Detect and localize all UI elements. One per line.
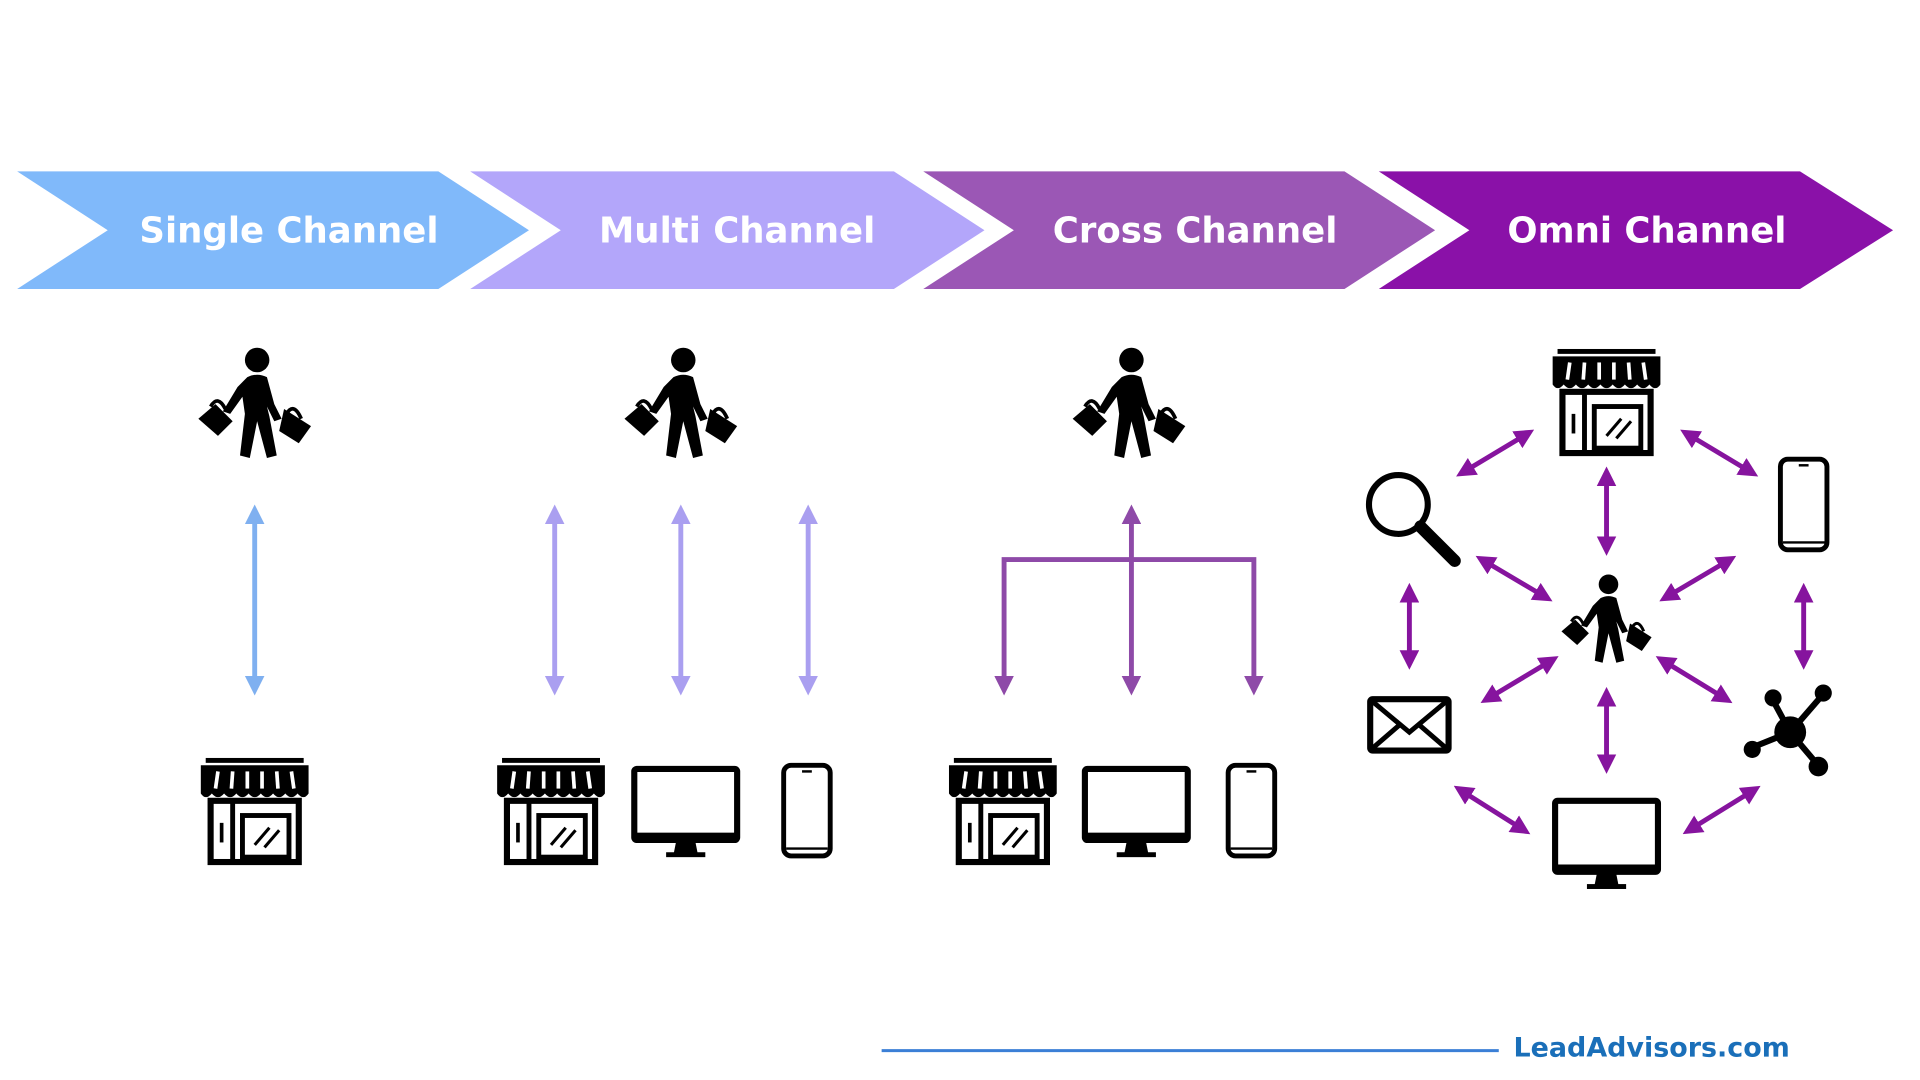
bidirectional-arrow <box>1659 555 1737 602</box>
stage-chevron-cross: Cross Channel <box>923 171 1436 289</box>
phone-icon <box>1780 459 1827 550</box>
bidirectional-arrow <box>1475 555 1553 602</box>
cross-channel-section <box>949 345 1275 862</box>
bidirectional-arrow <box>1682 785 1761 835</box>
stage-chevron-single: Single Channel <box>17 171 529 289</box>
bidirectional-arrow <box>1453 785 1531 835</box>
shopper-icon <box>622 345 739 460</box>
omni-channel-section <box>1369 349 1832 889</box>
store-icon <box>201 758 309 862</box>
bidirectional-arrow <box>1680 429 1759 477</box>
multi-channel-section <box>497 345 831 862</box>
email-icon <box>1370 699 1448 750</box>
phone-icon <box>784 765 831 856</box>
phone-icon <box>1228 765 1275 856</box>
shopper-icon <box>1559 573 1654 665</box>
shopper-icon <box>1070 345 1188 460</box>
stage-label-single: Single Channel <box>139 210 438 251</box>
single-channel-section <box>196 345 313 862</box>
stage-label-multi: Multi Channel <box>599 210 875 251</box>
brand-link[interactable]: LeadAdvisors.com <box>1513 1033 1789 1064</box>
monitor-icon <box>634 769 737 857</box>
bidirectional-arrow <box>1655 656 1733 704</box>
bidirectional-arrow <box>1456 429 1535 477</box>
store-icon <box>497 758 605 862</box>
bidirectional-arrow <box>1480 656 1559 703</box>
search-icon <box>1369 475 1455 561</box>
store-icon <box>1553 349 1661 453</box>
social-network-icon <box>1744 684 1832 776</box>
monitor-icon <box>1085 769 1188 857</box>
store-icon <box>949 758 1057 862</box>
stage-chevron-multi: Multi Channel <box>470 171 985 289</box>
monitor-icon <box>1555 801 1658 889</box>
stage-label-omni: Omni Channel <box>1507 210 1786 251</box>
branch-connector <box>994 557 1264 696</box>
shopper-icon <box>196 345 313 460</box>
stage-chevron-omni: Omni Channel <box>1378 171 1894 289</box>
stage-label-cross: Cross Channel <box>1053 210 1338 251</box>
